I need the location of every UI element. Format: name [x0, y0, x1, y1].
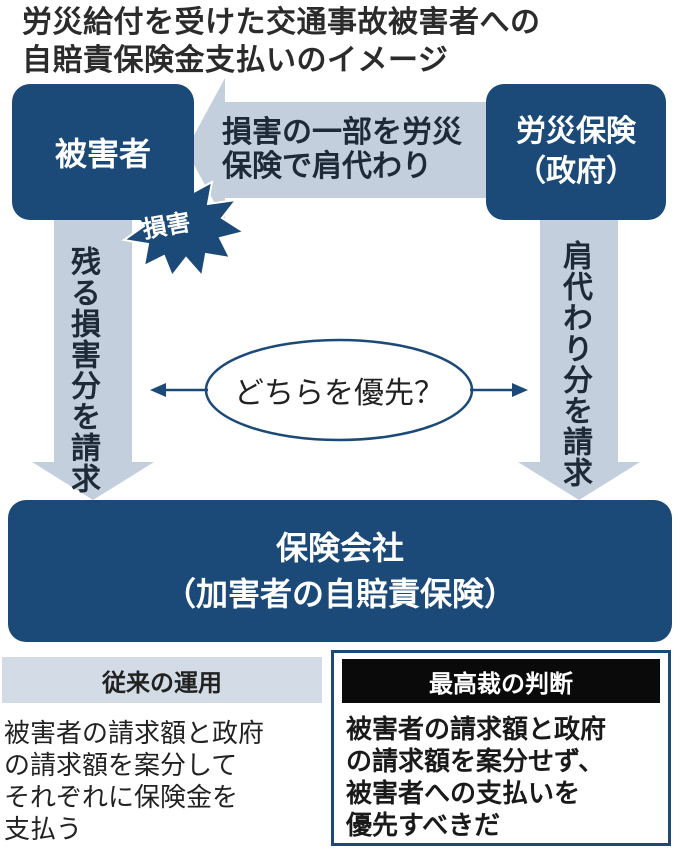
left-flow-label: 残る損害分を請求	[65, 246, 100, 494]
traditional-line: 支払う	[4, 815, 83, 845]
arrowhead-right	[512, 383, 528, 397]
title-line-1: 労災給付を受けた交通事故被害者への	[22, 5, 541, 40]
ruling-text: 被害者の請求額と政府 の請求額を案分せず、 被害者への支払いを 優先すべきだ	[346, 714, 664, 842]
rousai-sub-label: （政府）	[516, 154, 636, 189]
traditional-text: 被害者の請求額と政府 の請求額を案分して それぞれに保険金を 支払う	[4, 718, 326, 846]
ruling-line: 被害者の請求額と政府	[346, 715, 607, 745]
traditional-line: 被害者の請求額と政府	[4, 719, 265, 749]
top-flow-line-2: 保険で肩代わり	[222, 149, 432, 184]
arrow-rousai-to-victim	[186, 78, 486, 222]
victim-label: 被害者	[54, 135, 151, 173]
top-flow-label: 損害の一部を労災 保険で肩代わり	[222, 116, 462, 184]
ruling-line: 被害者への支払いを	[346, 779, 581, 809]
rousai-node: 労災保険 （政府）	[486, 84, 666, 220]
ruling-heading: 最高裁の判断	[342, 659, 660, 703]
insurer-label: 保険会社	[275, 529, 404, 567]
priority-question: どちらを優先？	[234, 376, 444, 411]
insurer-node: 保険会社 （加害者の自賠責保険）	[8, 500, 672, 642]
arrow-rousai-to-insurer	[518, 218, 640, 500]
top-flow-line-1: 損害の一部を労災	[222, 115, 462, 150]
traditional-heading: 従来の運用	[2, 657, 322, 703]
rousai-label: 労災保険	[516, 114, 636, 149]
insurer-sub-label: （加害者の自賠責保険）	[163, 575, 516, 613]
arrow-victim-to-insurer	[32, 218, 154, 500]
traditional-line: の請求額を案分して	[4, 751, 238, 781]
victim-node: 被害者	[12, 84, 194, 220]
diagram-title: 労災給付を受けた交通事故被害者への 自賠責保険金支払いのイメージ	[22, 4, 662, 80]
right-flow-label: 肩代わり分を請求	[557, 240, 592, 488]
ruling-line: 優先すべきだ	[346, 811, 501, 841]
arrowhead-left	[150, 383, 166, 397]
ruling-line: の請求額を案分せず、	[346, 747, 605, 777]
traditional-line: それぞれに保険金を	[4, 783, 239, 813]
title-line-2: 自賠責保険金支払いのイメージ	[22, 43, 449, 78]
